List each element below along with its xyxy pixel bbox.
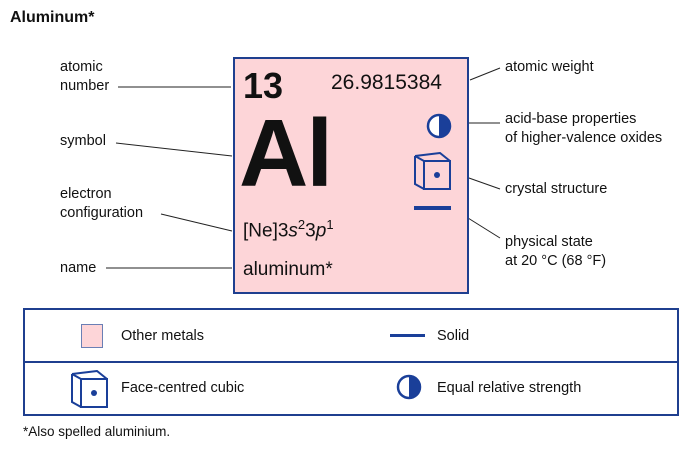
atomic-number: 13 <box>243 65 284 106</box>
legend-equal-relative-strength: Equal relative strength <box>437 380 582 396</box>
solid-state-icon <box>390 334 425 337</box>
label-name: name <box>60 260 97 276</box>
cube-icon <box>414 152 451 190</box>
element-symbol: Al <box>239 100 333 207</box>
legend-face-centred-cubic: Face-centred cubic <box>121 380 245 396</box>
label-symbol: symbol <box>60 133 106 149</box>
half-circle-icon <box>426 113 452 139</box>
element-tile: 13 26.9815384 Al [Ne]3s23p1 aluminum* <box>233 57 469 294</box>
other-metals-swatch <box>81 324 103 348</box>
legend: Other metals Solid Face-centred cubic Eq… <box>23 308 679 416</box>
atomic-weight: 26.9815384 <box>331 71 442 94</box>
electron-configuration: [Ne]3s23p1 <box>243 217 334 242</box>
footnote: *Also spelled aluminium. <box>23 424 171 439</box>
legend-other-metals: Other metals <box>121 328 204 344</box>
page-title: Aluminum* <box>10 9 95 26</box>
label-crystal-structure: crystal structure <box>505 181 608 197</box>
half-circle-icon <box>396 374 422 400</box>
solid-state-icon <box>414 206 451 210</box>
legend-divider <box>25 361 677 363</box>
label-atomic-weight: atomic weight <box>505 59 594 75</box>
legend-solid: Solid <box>437 328 470 344</box>
cube-icon <box>71 370 108 408</box>
element-name: aluminum* <box>243 259 333 280</box>
